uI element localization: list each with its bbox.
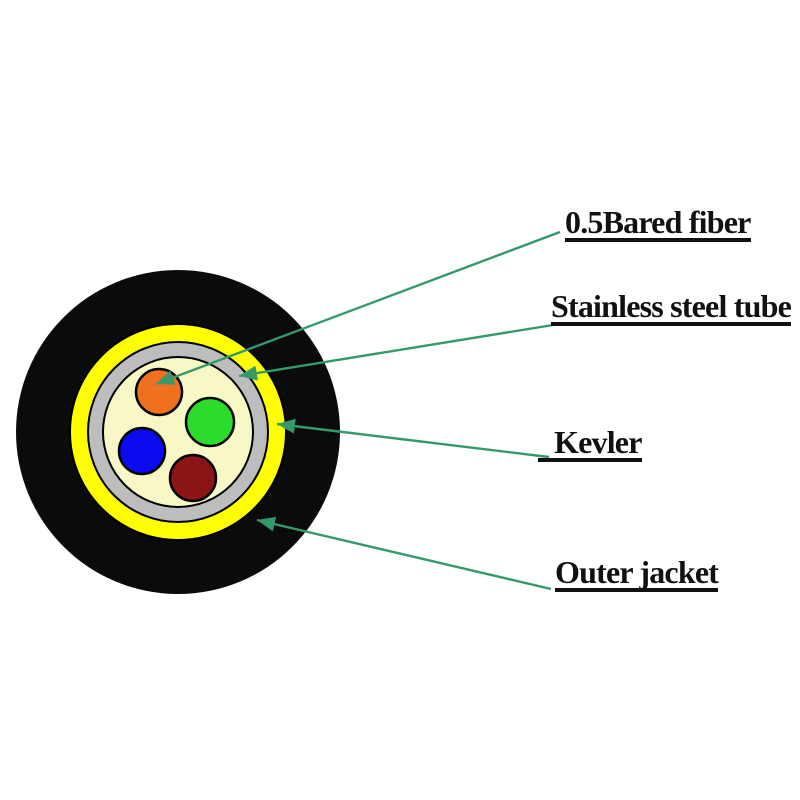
label-kevlar: Kevler bbox=[538, 426, 642, 462]
label-kevlar-text: Kevler bbox=[538, 426, 642, 462]
bared-fiber-arrow bbox=[155, 230, 561, 386]
label-bared-fiber-text: 0.5Bared fiber bbox=[565, 204, 751, 242]
cable-fibers bbox=[117, 367, 236, 503]
callout-arrows bbox=[155, 230, 561, 591]
label-outer-jacket: Outer jacket bbox=[555, 554, 719, 592]
label-stainless-steel-tube-text: Stainless steel tube bbox=[551, 288, 792, 326]
fiber-blue-circle bbox=[117, 426, 167, 476]
fiber-green-circle bbox=[184, 396, 236, 448]
label-outer-jacket-text: Outer jacket bbox=[555, 554, 719, 592]
stainless-steel-tube-arrow bbox=[238, 323, 554, 381]
fiber-darkred-circle bbox=[168, 453, 218, 503]
cable-layers bbox=[16, 270, 340, 594]
label-bared-fiber: 0.5Bared fiber bbox=[565, 206, 751, 242]
kevlar-arrow bbox=[276, 418, 550, 459]
outer-jacket-arrow bbox=[256, 516, 552, 591]
label-stainless-steel-tube: Stainless steel tube bbox=[551, 288, 792, 326]
